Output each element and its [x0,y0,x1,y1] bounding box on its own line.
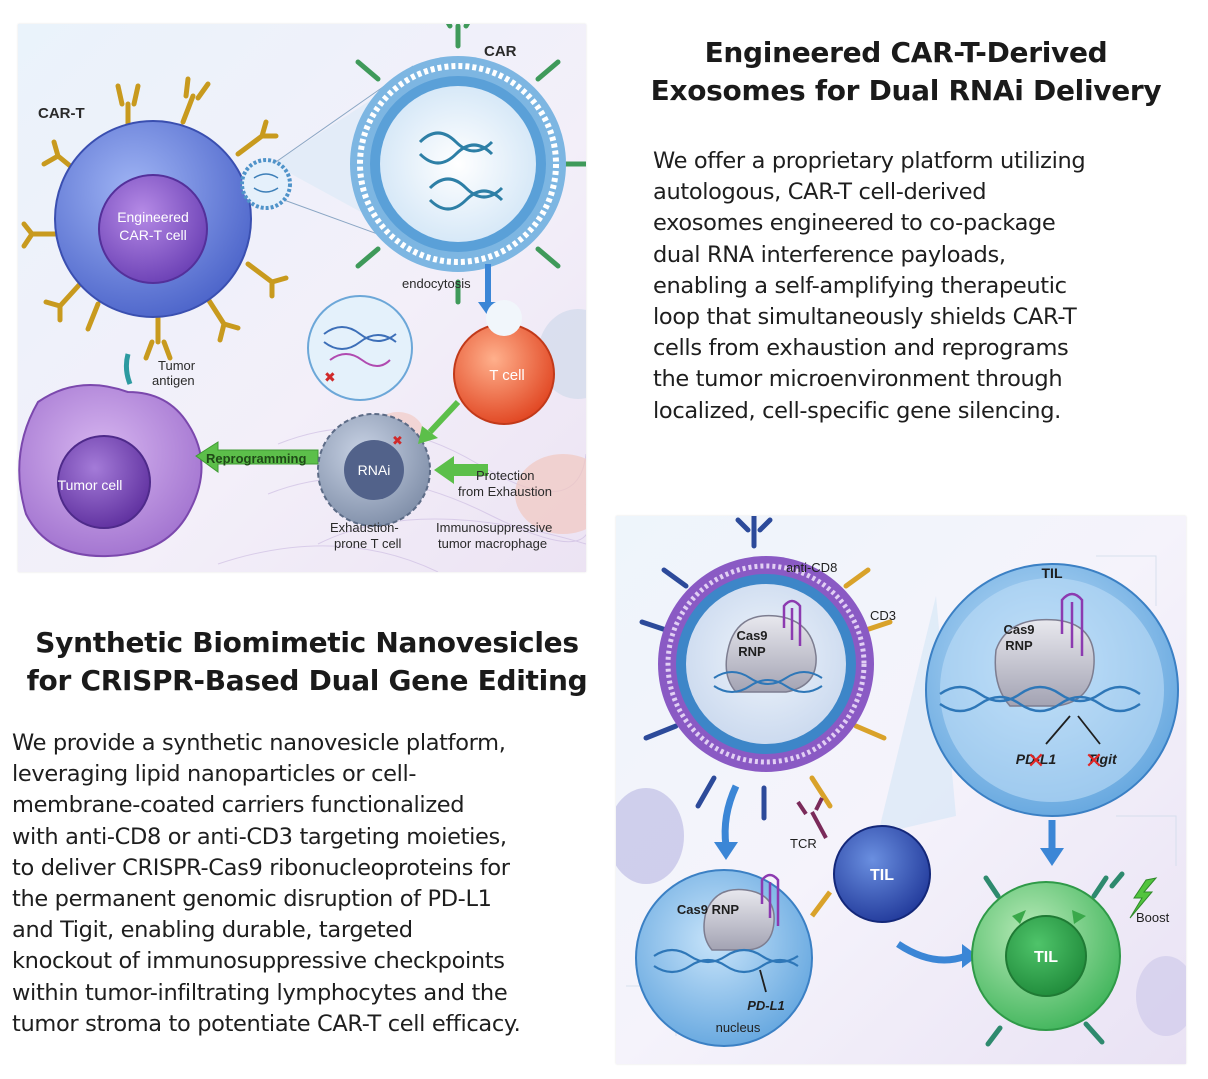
section2-body-line: and Tigit, enabling durable, targeted [12,917,413,944]
exhaustion-line2: prone T cell [334,536,402,551]
tigit-cross-icon: ✕ [1085,748,1103,773]
section1-body-line: enabling a self-amplifying therapeutic [653,272,1067,299]
exosome-detail: CAR [350,24,586,305]
section1-body-line: the tumor microenvironment through [653,366,1063,393]
car-label: CAR [484,43,517,60]
cas9-rnp-bottom-label: Cas9 RNP [677,902,739,917]
section2-body-line: membrane-coated carriers functionalized [12,792,465,819]
anti-cd8-label: anti-CD8 [786,560,837,575]
til-top-label: TIL [1042,565,1063,581]
section2-body-line: to deliver CRISPR-Cas9 ribonucleoprotein… [12,854,510,881]
crispr-nanovesicle-diagram: Cas9 RNP anti-CD8 CD3 TIL Cas9 RNP PD-L1… [616,516,1186,1064]
section2-body-line: the permanent genomic disruption of PD-L… [12,886,492,913]
til-middle-label: TIL [870,867,894,884]
car-t-label: CAR-T [38,105,85,122]
section1-title-line1: Engineered CAR-T-Derived [704,36,1108,69]
section1-title: Engineered CAR-T-Derived Exosomes for Du… [636,34,1176,110]
section1-body-line: autologous, CAR-T cell-derived [653,179,987,206]
section2-body-line: with anti-CD8 or anti-CD3 targeting moie… [12,823,507,850]
section1-text: Engineered CAR-T-Derived Exosomes for Du… [636,34,1176,427]
section2-body: We provide a synthetic nanovesicle platf… [12,728,602,1040]
section1-body-line: loop that simultaneously shields CAR-T [653,304,1077,331]
rnai-label: RNAi [358,462,391,478]
car-t-exosome-illustration: Engineered CAR-T cell CAR-T [18,24,586,572]
nucleus-label: nucleus [716,1020,761,1035]
tumor-antigen-line1: Tumor [158,358,196,373]
crispr-nanovesicle-illustration: Cas9 RNP anti-CD8 CD3 TIL Cas9 RNP PD-L1… [616,516,1186,1064]
boost-label: Boost [1136,910,1170,925]
section2-body-line: tumor stroma to potentiate CAR-T cell ef… [12,1010,521,1037]
section1-body: We offer a proprietary platform utilizin… [636,146,1173,427]
section2-body-line: We provide a synthetic nanovesicle platf… [12,730,506,756]
section2-body-line: leveraging lipid nanoparticles or cell- [12,761,417,788]
tigit-crossed-label: Tigit [1087,751,1118,767]
pd-l1-label: PD-L1 [747,998,785,1013]
section2-title-line1: Synthetic Biomimetic Nanovesicles [35,626,579,659]
tcr-label: TCR [790,836,817,851]
svg-text:✖: ✖ [392,433,403,448]
section1-body-line: We offer a proprietary platform utilizin… [653,148,1086,174]
vesicle-cas9-line2: RNP [738,644,766,659]
til-green-label: TIL [1034,949,1058,966]
pd-l1-crossed-label: PD-L1 [1016,751,1057,767]
engineered-label-line1: Engineered [117,209,189,225]
section2-text: Synthetic Biomimetic Nanovesicles for CR… [12,624,602,1040]
tumor-cell-label: Tumor cell [58,477,123,493]
car-t-exosome-diagram: Engineered CAR-T cell CAR-T [18,24,586,572]
reprogramming-label: Reprogramming [206,451,306,466]
vesicle-cas9-line1: Cas9 [736,628,767,643]
section1-title-line2: Exosomes for Dual RNAi Delivery [650,74,1162,107]
section2-body-line: within tumor-infiltrating lymphocytes an… [12,979,508,1006]
protection-line2: from Exhaustion [458,484,552,499]
section2-body-line: knockout of immunosuppressive checkpoint… [12,948,505,975]
exhaustion-line1: Exhaustion- [330,520,399,535]
section2-title: Synthetic Biomimetic Nanovesicles for CR… [12,624,602,700]
endocytosis-label: endocytosis [402,276,471,291]
t-cell-label: T cell [489,367,525,384]
section1-body-line: cells from exhaustion and reprograms [653,335,1069,362]
engineered-label-line2: CAR-T cell [119,227,186,243]
lightning-icon [1129,877,1158,919]
cd3-label: CD3 [870,608,896,623]
cas9-rnp-line2: RNP [1005,638,1033,653]
macrophage-line1: Immunosuppressive [436,520,552,535]
section2-title-line2: for CRISPR-Based Dual Gene Editing [26,664,588,697]
macrophage-line2: tumor macrophage [438,536,547,551]
cas9-rnp-line1: Cas9 [1003,622,1034,637]
protection-line1: Protection [476,468,535,483]
pd-l1-cross-icon: ✕ [1027,748,1045,773]
tumor-antigen-line2: antigen [152,373,195,388]
section1-body-line: exosomes engineered to co-package [653,210,1056,237]
section1-body-line: localized, cell-specific gene silencing. [653,397,1061,424]
section1-body-line: dual RNA interference payloads, [653,241,1006,268]
svg-text:✖: ✖ [324,369,336,385]
